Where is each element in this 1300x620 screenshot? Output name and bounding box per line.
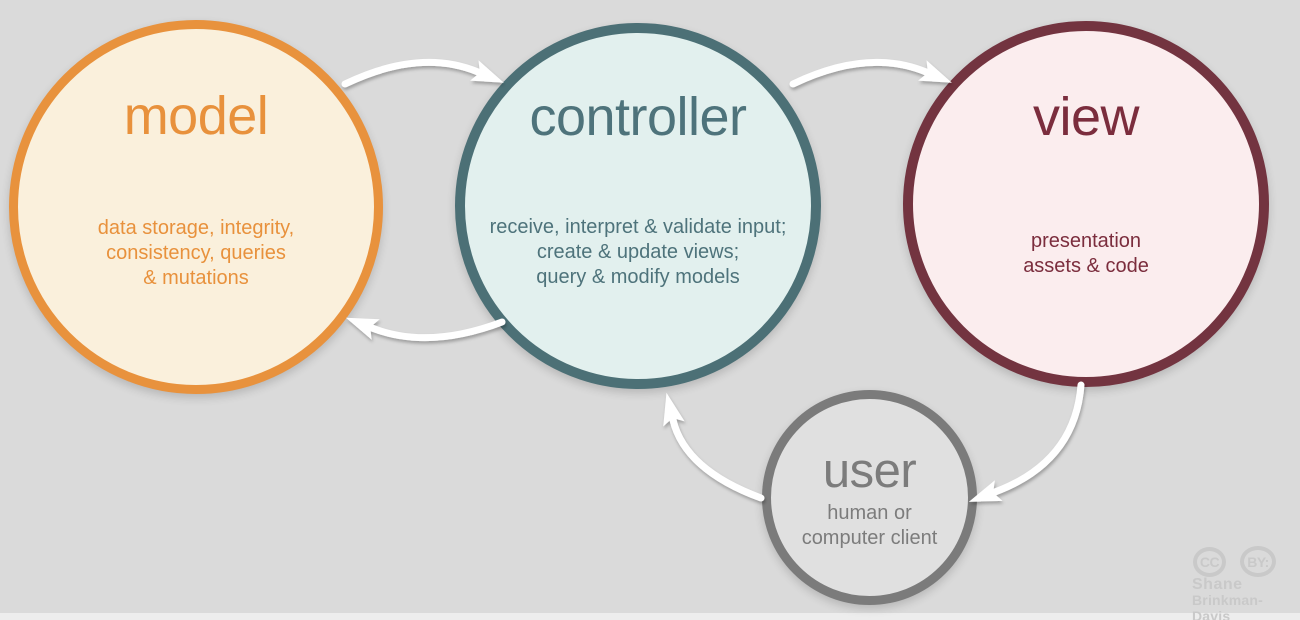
cc-icon: CC bbox=[1193, 547, 1226, 577]
model-description-line: data storage, integrity, bbox=[97, 217, 295, 239]
credit-author-last-name: Brinkman-Davis bbox=[1192, 592, 1264, 620]
controller-description-line: query & modify models bbox=[536, 266, 740, 288]
view-node: view presentation assets & code bbox=[903, 21, 1269, 387]
arrow-view-to-user bbox=[968, 381, 1085, 502]
controller-title: controller bbox=[529, 87, 747, 147]
by-icon: BY: bbox=[1240, 546, 1276, 577]
user-node: user human or computer client bbox=[762, 390, 977, 605]
controller-description-line: create & update views; bbox=[536, 241, 740, 263]
controller-description: receive, interpret & validate input; cre… bbox=[465, 215, 811, 290]
view-title: view bbox=[1032, 87, 1140, 147]
user-description: human or computer client bbox=[771, 501, 968, 551]
controller-description-line: receive, interpret & validate input; bbox=[489, 216, 787, 238]
arrow-user-to-controller bbox=[663, 392, 765, 502]
cc-icon-label: CC bbox=[1199, 554, 1220, 570]
arrow-controller-to-view bbox=[789, 58, 952, 88]
user-description-line: human or bbox=[827, 502, 912, 524]
view-description: presentation assets & code bbox=[913, 229, 1259, 279]
arrow-controller-to-model bbox=[345, 317, 506, 342]
model-node: model data storage, integrity, consisten… bbox=[9, 20, 383, 394]
bottom-strip bbox=[0, 613, 1300, 620]
user-description-line: computer client bbox=[801, 527, 938, 549]
model-description-line: consistency, queries bbox=[106, 242, 286, 264]
credit-author-first-name: Shane bbox=[1192, 576, 1243, 593]
controller-node: controller receive, interpret & validate… bbox=[455, 23, 821, 389]
arrow-model-to-controller bbox=[341, 58, 504, 88]
model-description: data storage, integrity, consistency, qu… bbox=[18, 216, 374, 291]
view-description-line: assets & code bbox=[1023, 255, 1149, 277]
user-title: user bbox=[822, 444, 917, 498]
model-description-line: & mutations bbox=[143, 267, 249, 289]
by-icon-label: BY: bbox=[1247, 553, 1269, 570]
model-title: model bbox=[123, 86, 269, 146]
view-description-line: presentation bbox=[1030, 230, 1142, 252]
